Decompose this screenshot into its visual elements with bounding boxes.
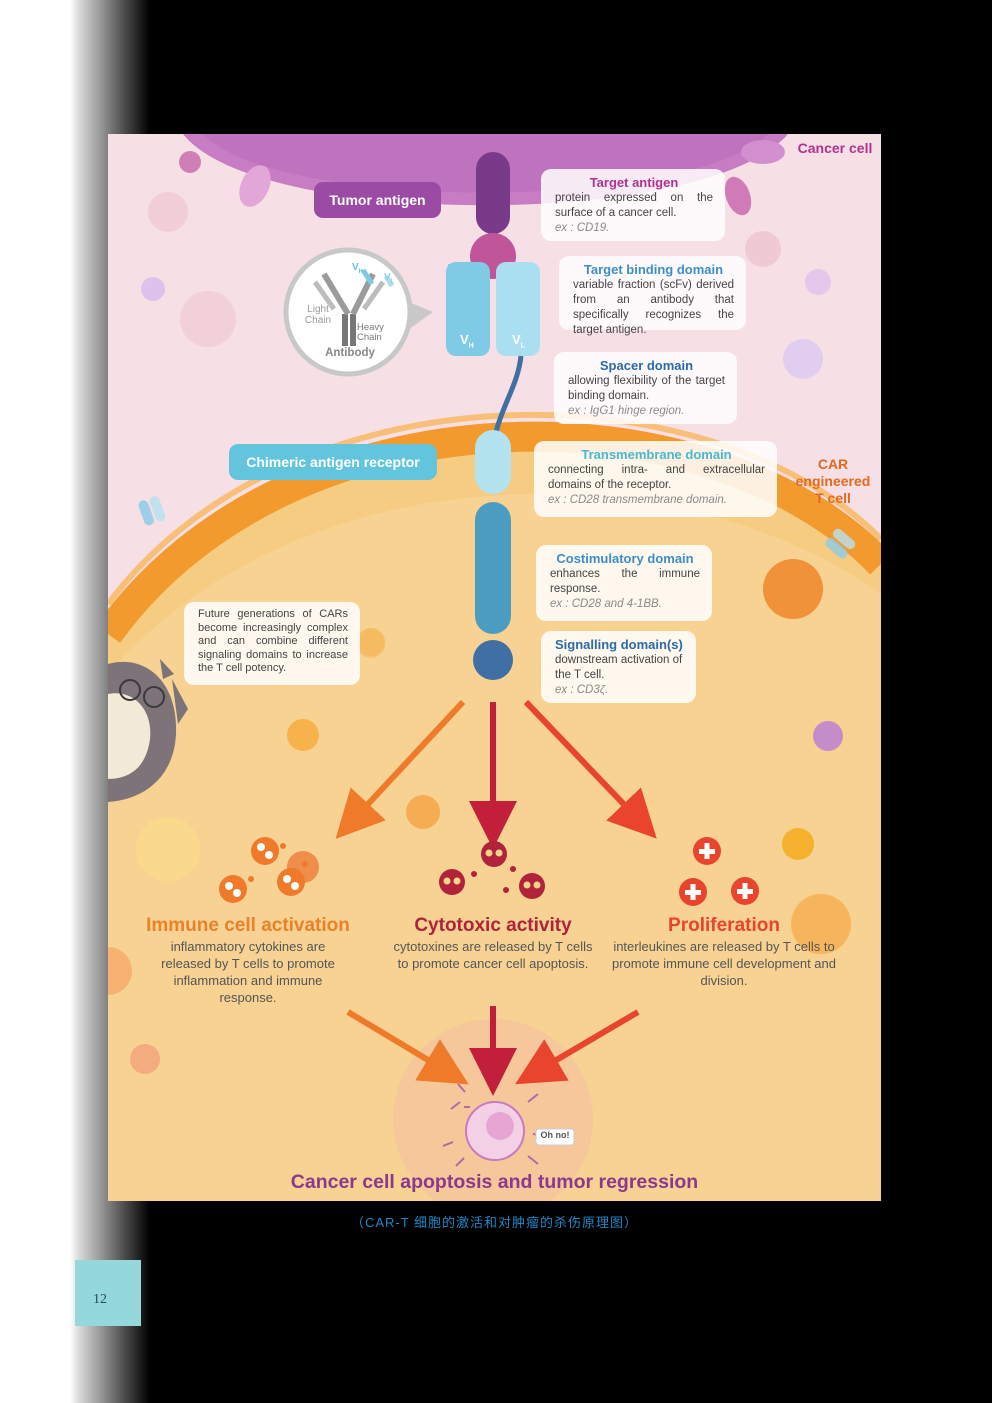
figure-caption: （CAR-T 细胞的激活和对肿瘤的杀伤原理图）	[350, 1215, 639, 1230]
callout-signalling-domain: Signalling domain(s) downstream activati…	[541, 631, 696, 703]
page-number: 12	[93, 1292, 107, 1307]
callout-example: ex : CD19.	[555, 222, 610, 234]
transmembrane-segment	[475, 430, 511, 494]
callout-title: Costimulatory domain	[556, 551, 694, 566]
page-number-box: 12	[75, 1260, 141, 1326]
callout-example: ex : CD28 and 4-1BB.	[550, 598, 662, 610]
arrow-to-proliferation	[523, 699, 657, 839]
cytokine-icon	[219, 837, 308, 903]
callout-target-antigen: Target antigen protein expressed on the …	[541, 169, 725, 241]
tumor-antigen-stalk	[476, 152, 510, 234]
arrow-to-activation	[335, 699, 466, 839]
callout-example: ex : IgG1 hinge region.	[568, 405, 685, 417]
callout-title: Target binding domain	[583, 262, 724, 277]
signalling-segment	[473, 640, 513, 680]
callout-desc: enhances the immune response.	[550, 568, 700, 595]
inset-vh-label: VH	[352, 262, 364, 275]
costimulatory-segment	[475, 502, 511, 634]
cytotoxic-activity-desc: cytotoxines are released by T cells to p…	[393, 939, 593, 971]
immune-activation-title: Immune cell activation	[146, 915, 350, 936]
outcome-title: Cancer cell apoptosis and tumor regressi…	[290, 1171, 699, 1193]
dying-cancer-cell-icon	[442, 1083, 575, 1167]
callout-example: ex : CD3ζ.	[555, 684, 609, 696]
callout-costimulatory-domain: Costimulatory domain enhances the immune…	[536, 545, 712, 621]
callout-desc: variable fraction (scFv) derived from an…	[573, 279, 734, 336]
callout-target-binding-domain: Target binding domain variable fraction …	[559, 256, 746, 336]
inset-vl-label: VL	[384, 272, 395, 285]
tumor-antigen-label: Tumor antigen	[314, 182, 441, 218]
arrow-activation-outcome	[346, 1009, 469, 1085]
callout-desc: protein expressed on the surface of a ca…	[555, 192, 713, 219]
spacer-hinge	[493, 355, 524, 433]
antibody-label: Antibody	[325, 347, 375, 359]
antibody-inset	[283, 247, 433, 377]
vh-domain	[446, 262, 490, 356]
immune-activation-desc: inflammatory cytokines are released by T…	[161, 939, 335, 1005]
proliferation-title: Proliferation	[668, 915, 780, 936]
callout-spacer-domain: Spacer domain allowing flexibility of th…	[554, 352, 737, 424]
callout-desc: allowing flexibility of the target bindi…	[568, 375, 725, 402]
heavy-chain-label: Heavy Chain	[357, 322, 384, 343]
chimeric-antigen-receptor	[446, 152, 540, 680]
car-t-diagram: Tumor antigen Chimeric antigen receptor …	[108, 134, 881, 1201]
callout-title: Target antigen	[589, 175, 679, 190]
callout-desc: downstream activation of the T cell.	[555, 654, 683, 681]
arrow-proliferation-outcome	[515, 1009, 640, 1085]
oh-no-bubble: Oh no!	[540, 1130, 570, 1140]
callout-transmembrane-domain: Transmembrane domain connecting intra- a…	[534, 441, 777, 517]
callout-title: Signalling domain(s)	[555, 637, 683, 652]
callout-title: Spacer domain	[599, 358, 694, 373]
callout-desc: Future generations of CARs become increa…	[198, 608, 348, 674]
light-chain-label: Light Chain	[304, 304, 332, 326]
car-t-cell-label: CAR engineered T cell	[795, 456, 871, 506]
receptor-vh-label: VH	[460, 332, 474, 350]
skull-icon	[439, 841, 545, 899]
cancer-cell-label: Cancer cell	[797, 140, 873, 156]
callout-future-generations: Future generations of CARs become increa…	[184, 602, 360, 685]
cat-mascot	[108, 659, 188, 802]
callout-example: ex : CD28 transmembrane domain.	[548, 494, 727, 506]
proliferation-desc: interleukines are released by T cells to…	[611, 939, 836, 988]
receptor-vl-label: VL	[512, 332, 525, 350]
chimeric-antigen-receptor-label: Chimeric antigen receptor	[229, 444, 437, 480]
cytotoxic-activity-title: Cytotoxic activity	[414, 915, 572, 936]
callout-desc: connecting intra- and extracellular doma…	[548, 464, 765, 491]
plus-icon	[679, 837, 759, 906]
vl-domain	[496, 262, 540, 356]
callout-title: Transmembrane domain	[581, 447, 732, 462]
